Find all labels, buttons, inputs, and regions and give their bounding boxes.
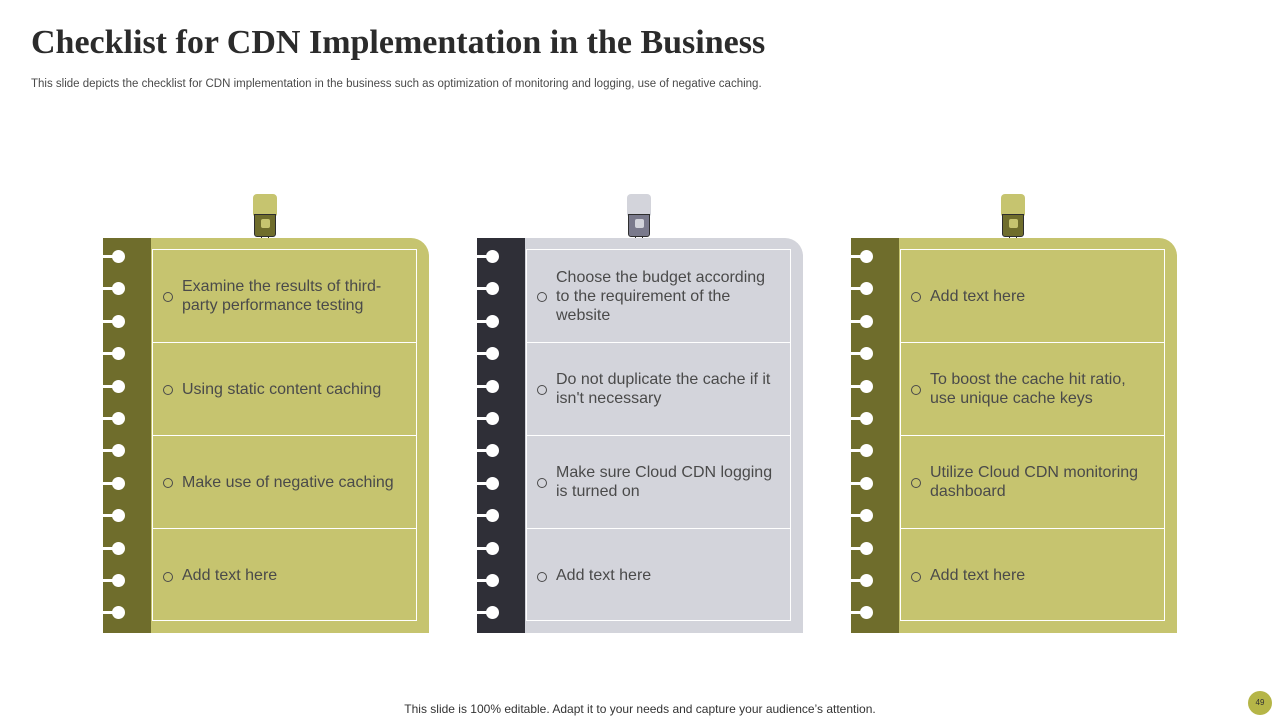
- circle-bullet-icon: [911, 292, 921, 302]
- ring-icon: [851, 412, 873, 425]
- binder-clip-icon: [627, 194, 651, 246]
- ring-icon: [851, 444, 873, 457]
- ring-icon: [477, 412, 499, 425]
- ring-icon: [103, 444, 125, 457]
- ring-icon: [477, 444, 499, 457]
- ring-icon: [851, 282, 873, 295]
- ring-icon: [477, 282, 499, 295]
- circle-bullet-icon: [911, 571, 921, 582]
- slide-footer: This slide is 100% editable. Adapt it to…: [404, 702, 876, 716]
- checklist-item: Add text here: [153, 529, 416, 622]
- binder-clip-icon: [1001, 194, 1025, 246]
- circle-bullet-icon: [537, 292, 547, 302]
- ring-icon: [851, 574, 873, 587]
- ring-icon: [477, 574, 499, 587]
- ring-icon: [477, 477, 499, 490]
- circle-bullet-icon: [163, 292, 173, 302]
- ring-icon: [477, 315, 499, 328]
- circle-bullet-icon: [911, 478, 921, 488]
- checklist-item: Add text here: [901, 250, 1164, 343]
- checklist-item: Make sure Cloud CDN logging is turned on: [527, 436, 790, 529]
- checklist: Choose the budget according to the requi…: [526, 249, 791, 621]
- ring-icon: [477, 542, 499, 555]
- slide-subtitle: This slide depicts the checklist for CDN…: [31, 78, 762, 90]
- circle-bullet-icon: [537, 571, 547, 582]
- ring-icon: [103, 542, 125, 555]
- ring-icon: [103, 412, 125, 425]
- slide-title: Checklist for CDN Implementation in the …: [31, 24, 766, 61]
- ring-icon: [851, 606, 873, 619]
- ring-icon: [477, 606, 499, 619]
- circle-bullet-icon: [163, 478, 173, 488]
- checklist-item: Using static content caching: [153, 343, 416, 436]
- ring-icon: [103, 380, 125, 393]
- notepad-spine: [103, 238, 151, 633]
- ring-icon: [477, 509, 499, 522]
- checklist: Examine the results of third-party perfo…: [152, 249, 417, 621]
- circle-bullet-icon: [163, 385, 173, 395]
- ring-icon: [103, 347, 125, 360]
- checklist-item: Add text here: [901, 529, 1164, 622]
- ring-icon: [103, 509, 125, 522]
- notepad-1: Examine the results of third-party perfo…: [103, 194, 429, 633]
- ring-icon: [851, 542, 873, 555]
- circle-bullet-icon: [537, 478, 547, 488]
- checklist-item: Add text here: [527, 529, 790, 622]
- ring-icon: [103, 282, 125, 295]
- notepad-2: Choose the budget according to the requi…: [477, 194, 803, 633]
- ring-icon: [851, 315, 873, 328]
- ring-icon: [103, 477, 125, 490]
- checklist-item: Make use of negative caching: [153, 436, 416, 529]
- circle-bullet-icon: [537, 385, 547, 395]
- ring-icon: [851, 250, 873, 263]
- notepad-spine: [477, 238, 525, 633]
- ring-icon: [103, 574, 125, 587]
- checklist-item: Utilize Cloud CDN monitoring dashboard: [901, 436, 1164, 529]
- ring-icon: [477, 250, 499, 263]
- notepad-spine: [851, 238, 899, 633]
- checklist-item: Examine the results of third-party perfo…: [153, 250, 416, 343]
- ring-icon: [851, 347, 873, 360]
- notepad-3: Add text here To boost the cache hit rat…: [851, 194, 1177, 633]
- checklist: Add text here To boost the cache hit rat…: [900, 249, 1165, 621]
- checklist-item: Do not duplicate the cache if it isn't n…: [527, 343, 790, 436]
- checklist-item: Choose the budget according to the requi…: [527, 250, 790, 343]
- ring-icon: [477, 380, 499, 393]
- circle-bullet-icon: [163, 571, 173, 582]
- page-number-badge: 49: [1248, 691, 1272, 715]
- ring-icon: [851, 477, 873, 490]
- ring-icon: [103, 315, 125, 328]
- checklist-item: To boost the cache hit ratio, use unique…: [901, 343, 1164, 436]
- ring-icon: [477, 347, 499, 360]
- circle-bullet-icon: [911, 385, 921, 395]
- ring-icon: [103, 606, 125, 619]
- ring-icon: [103, 250, 125, 263]
- ring-icon: [851, 509, 873, 522]
- ring-icon: [851, 380, 873, 393]
